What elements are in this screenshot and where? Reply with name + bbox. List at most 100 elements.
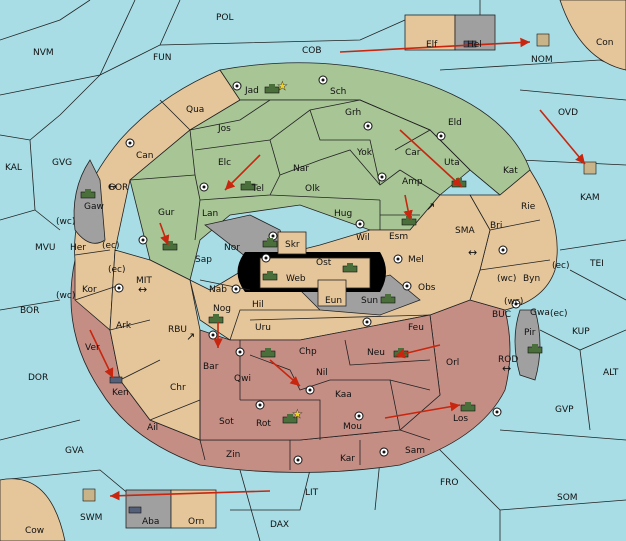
- svg-text:Wil: Wil: [356, 233, 370, 243]
- svg-text:Mel: Mel: [408, 255, 424, 265]
- label-gor: GOR: [108, 183, 128, 193]
- label-wc4: (wc): [504, 297, 523, 307]
- svg-text:Los: Los: [453, 414, 468, 424]
- svg-text:Jad: Jad: [244, 86, 259, 96]
- svg-text:Hil: Hil: [252, 300, 264, 310]
- label-cow: Cow: [25, 526, 44, 536]
- svg-text:Obs: Obs: [418, 283, 436, 293]
- region-orn[interactable]: [170, 489, 217, 529]
- label-ovd: OVD: [558, 108, 578, 118]
- army-unit: [380, 294, 396, 304]
- strait-markers: ↔ ↔ ↗ ↗ ↔ ↔: [108, 180, 511, 375]
- svg-text:Byn: Byn: [523, 274, 540, 284]
- label-swm: SWM: [80, 513, 102, 523]
- svg-text:Ost: Ost: [316, 258, 332, 268]
- region-skr[interactable]: [277, 231, 307, 255]
- svg-text:Rie: Rie: [521, 202, 536, 212]
- army-unit: [260, 348, 276, 358]
- fleet-unit: [128, 506, 142, 514]
- svg-text:Elc: Elc: [218, 158, 231, 168]
- army-unit: [262, 238, 278, 248]
- fleet-unit: [109, 376, 123, 384]
- svg-text:Orl: Orl: [446, 358, 459, 368]
- svg-text:↔: ↔: [108, 180, 117, 193]
- label-con: Con: [596, 38, 614, 48]
- star-markers: ★ ★: [277, 79, 303, 421]
- svg-text:Gwa: Gwa: [530, 308, 550, 318]
- army-unit: [162, 241, 178, 251]
- label-wc2: (wc): [56, 291, 75, 301]
- fleet-unit: [463, 40, 477, 48]
- region-elf[interactable]: [404, 14, 456, 51]
- label-dor: DOR: [28, 373, 48, 383]
- region-web-ost[interactable]: [259, 257, 371, 289]
- svg-text:Her: Her: [70, 243, 86, 253]
- army-unit: [264, 84, 280, 94]
- svg-text:Kar: Kar: [340, 454, 355, 464]
- svg-text:Hel: Hel: [467, 40, 482, 50]
- label-kup: KUP: [572, 327, 590, 337]
- label-nvm: NVM: [33, 48, 54, 58]
- label-ec2: (ec): [108, 265, 126, 275]
- order-arrows: [89, 37, 586, 501]
- svg-text:Zin: Zin: [226, 450, 240, 460]
- label-ec4: (ec): [550, 309, 568, 319]
- army-unit: [282, 414, 298, 424]
- label-cob: COB: [302, 46, 322, 56]
- label-sma: SMA: [455, 226, 475, 236]
- svg-text:Qua: Qua: [186, 105, 204, 115]
- sea-labels: POL NVM FUN COB Con OVD KAL GVG MVU BOR …: [5, 13, 619, 536]
- region-gaw[interactable]: [73, 159, 106, 244]
- label-ec3: (ec): [552, 261, 570, 271]
- svg-text:Skr: Skr: [285, 240, 300, 250]
- svg-text:Feu: Feu: [408, 323, 424, 333]
- label-bor: BOR: [20, 306, 39, 316]
- svg-text:Gur: Gur: [158, 208, 175, 218]
- svg-text:Kor: Kor: [82, 285, 97, 295]
- army-unit: [342, 263, 358, 273]
- label-pol: POL: [216, 13, 234, 23]
- label-fro: FRO: [440, 478, 459, 488]
- label-gvp: GVP: [555, 405, 574, 415]
- svg-text:Chp: Chp: [299, 347, 317, 357]
- svg-text:Jos: Jos: [217, 124, 231, 134]
- svg-text:Sap: Sap: [195, 255, 212, 265]
- svg-text:Car: Car: [405, 148, 421, 158]
- svg-text:Gaw: Gaw: [84, 202, 104, 212]
- svg-text:★: ★: [292, 407, 303, 421]
- label-rod: ROD: [498, 355, 518, 365]
- svg-text:Nog: Nog: [213, 304, 231, 314]
- svg-text:Can: Can: [136, 151, 154, 161]
- svg-text:↗: ↗: [186, 330, 195, 343]
- label-lit: LIT: [305, 488, 319, 498]
- label-gva: GVA: [65, 446, 85, 456]
- svg-text:Mou: Mou: [343, 422, 362, 432]
- region-borders: [74, 99, 551, 470]
- svg-text:Neu: Neu: [367, 348, 385, 358]
- land-labels: Jad Sch Qua Jos Grh Eld Can Elc Nar Yok …: [70, 40, 550, 527]
- units[interactable]: [80, 33, 597, 514]
- svg-text:Hug: Hug: [334, 209, 352, 219]
- army-unit: [460, 402, 476, 412]
- svg-text:Web: Web: [286, 274, 306, 284]
- label-dax: DAX: [270, 520, 289, 530]
- svg-text:Orn: Orn: [188, 517, 204, 527]
- svg-text:Sam: Sam: [405, 446, 425, 456]
- svg-text:Qwi: Qwi: [234, 374, 251, 384]
- label-wc1: (wc): [56, 217, 75, 227]
- svg-text:Nil: Nil: [316, 368, 328, 378]
- label-ec1: (ec): [102, 241, 120, 251]
- label-kam: KAM: [580, 193, 600, 203]
- region-eun[interactable]: [317, 279, 347, 307]
- region-pir[interactable]: [514, 309, 541, 381]
- label-wc3: (wc): [497, 274, 516, 284]
- region-south-ring[interactable]: [70, 258, 511, 473]
- svg-text:Aba: Aba: [142, 517, 159, 527]
- svg-text:Uta: Uta: [444, 158, 460, 168]
- label-alt: ALT: [603, 368, 619, 378]
- svg-text:Ark: Ark: [116, 321, 132, 331]
- svg-text:Uru: Uru: [255, 323, 271, 333]
- svg-text:Bar: Bar: [203, 362, 219, 372]
- svg-text:Nor: Nor: [224, 243, 240, 253]
